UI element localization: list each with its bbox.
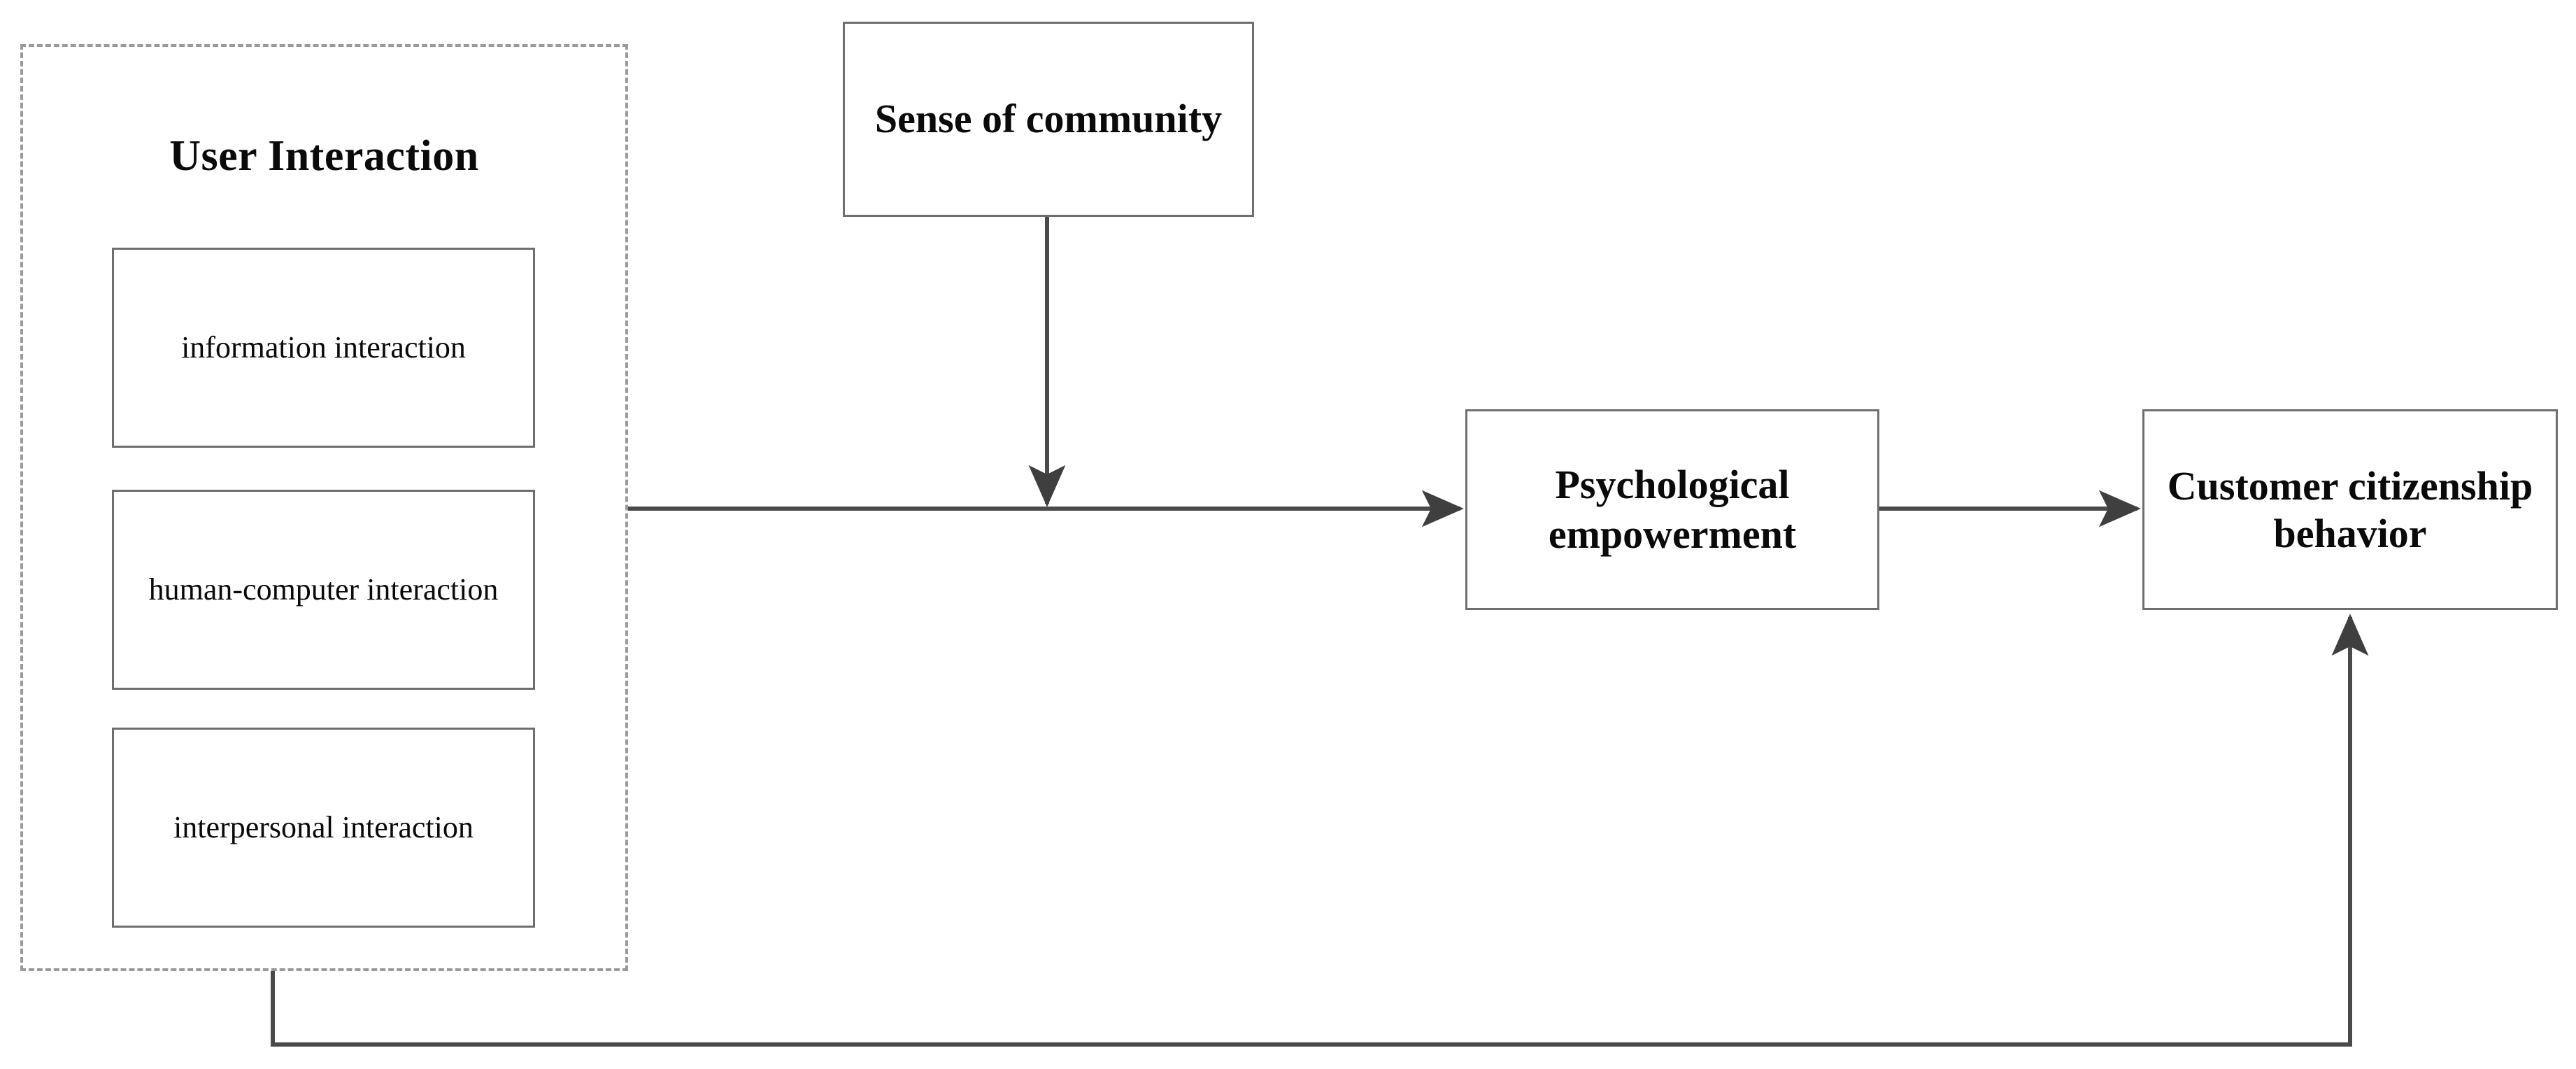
node-sense-of-community-label: Sense of community <box>874 96 1223 142</box>
user-interaction-group-title: User Interaction <box>169 132 479 180</box>
node-customer-citizenship-behavior[interactable]: Customer citizenship behavior <box>2142 409 2558 610</box>
node-psychological-empowerment-label: Psychological empowerment <box>1548 461 1797 557</box>
node-interpersonal-interaction-label: interpersonal interaction <box>173 809 474 844</box>
node-information-interaction-label: information interaction <box>181 330 466 364</box>
node-human-computer-interaction-label: human-computer interaction <box>148 572 499 607</box>
node-information-interaction[interactable]: information interaction <box>112 248 535 448</box>
node-customer-citizenship-behavior-label: Customer citizenship behavior <box>2167 462 2533 556</box>
node-human-computer-interaction[interactable]: human-computer interaction <box>112 490 535 690</box>
user-interaction-group <box>20 44 628 971</box>
node-sense-of-community[interactable]: Sense of community <box>843 22 1254 217</box>
node-psychological-empowerment[interactable]: Psychological empowerment <box>1465 409 1879 610</box>
node-interpersonal-interaction[interactable]: interpersonal interaction <box>112 728 535 928</box>
